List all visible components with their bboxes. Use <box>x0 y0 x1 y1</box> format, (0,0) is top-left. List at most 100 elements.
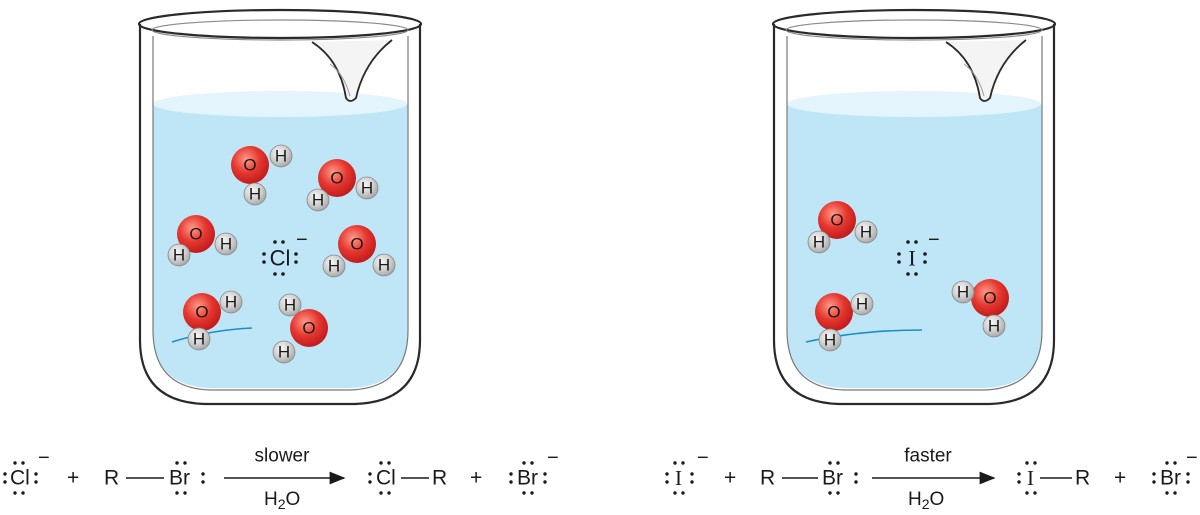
oxygen-atom <box>815 293 853 331</box>
oxygen-label: O <box>189 225 202 244</box>
nucleophile-symbol: I <box>675 466 682 490</box>
lone-pair-dots <box>368 461 391 495</box>
water-molecule: O H H <box>951 279 1009 338</box>
oxygen-label: O <box>350 235 363 254</box>
hydrogen-label: H <box>860 223 872 242</box>
hydrogen-atom <box>818 328 842 352</box>
solvent-label: H2O <box>264 489 300 513</box>
leaving-group-charge: − <box>1186 447 1198 469</box>
substrate-leaving-atom: Br <box>822 467 843 490</box>
water-molecule: O H H <box>183 290 243 351</box>
water-molecules-left: O H H O H H O H H O H H <box>167 144 396 364</box>
oxygen-atom <box>183 293 221 331</box>
lone-pair-dots <box>665 461 694 495</box>
leaving-group-symbol: Br <box>517 467 538 490</box>
oxygen-atom <box>231 146 269 184</box>
hydrogen-atom <box>355 176 379 200</box>
hydrogen-label: H <box>193 330 205 349</box>
water-molecule: O H H <box>231 144 293 206</box>
arrow-rate-label: slower <box>255 446 311 467</box>
substrate-leaving-atom: Br <box>169 467 190 490</box>
hydrogen-label: H <box>278 343 290 362</box>
equation-right: I − + R Br faster H2O I R <box>665 446 1198 512</box>
lone-pair-dots <box>897 240 927 276</box>
iodide-ion: I − <box>897 229 940 276</box>
oxygen-atom <box>818 201 856 239</box>
oxygen-atom <box>318 159 356 197</box>
hydrogen-label: H <box>225 293 237 312</box>
substrate-r: R <box>104 467 119 490</box>
hydrogen-label: H <box>220 235 232 254</box>
hydrogen-atom <box>272 340 296 364</box>
hydrogen-label: H <box>173 246 185 265</box>
water-molecule: O H H <box>322 225 396 278</box>
nucleophile-charge: − <box>697 447 709 469</box>
beaker-rim-left <box>137 8 423 40</box>
water-molecule: O H H <box>815 292 874 352</box>
hydrogen-atom <box>372 253 396 277</box>
lone-pair-dots <box>1017 461 1037 495</box>
water-molecule: O H H <box>306 159 379 212</box>
equation-left: Cl − + R Br slower H2O Cl <box>3 446 559 513</box>
oxygen-atom <box>177 215 215 253</box>
water-molecule: O H H <box>167 215 238 267</box>
hydrogen-atom <box>214 232 238 256</box>
product-nucleophile-atom: Cl <box>376 467 396 490</box>
water-molecule: O H H <box>272 293 328 364</box>
product-r: R <box>432 467 447 490</box>
hydrogen-label: H <box>988 317 1000 336</box>
hydrogen-label: H <box>249 185 261 204</box>
hydrogen-atom <box>219 290 243 314</box>
water-molecules-right: O H H O H H O H H <box>807 201 1009 352</box>
hydrogen-atom <box>306 188 330 212</box>
oxygen-atom <box>290 309 328 347</box>
hydrogen-atom <box>322 254 346 278</box>
beaker-glass-right <box>772 24 1056 406</box>
hydrogen-atom <box>187 327 211 351</box>
product-r: R <box>1075 467 1090 490</box>
nucleophile-chloride: Cl − <box>3 447 50 495</box>
hydrogen-atom <box>807 230 831 254</box>
hydrogen-label: H <box>378 256 390 275</box>
oxygen-label: O <box>827 303 840 322</box>
hydrogen-atom <box>167 243 191 267</box>
beaker-rim-right <box>771 8 1057 40</box>
beaker-spout-left <box>311 39 393 102</box>
chloride-ion-charge: − <box>296 229 308 251</box>
hydrogen-atom <box>243 182 267 206</box>
hydrogen-atom <box>269 144 293 168</box>
plus-sign: + <box>724 467 736 490</box>
hydrogen-label: H <box>312 191 324 210</box>
oxygen-label: O <box>195 303 208 322</box>
hydrogen-atom <box>854 220 878 244</box>
hydrogen-label: H <box>957 283 969 302</box>
iodide-ion-charge: − <box>928 229 940 251</box>
water-surface-right <box>787 91 1041 117</box>
oxygen-label: O <box>330 169 343 188</box>
oxygen-atom <box>338 225 376 263</box>
lone-pair-dots <box>175 461 205 495</box>
substrate-r: R <box>760 467 775 490</box>
lone-pair-dots <box>262 240 298 276</box>
hydrogen-label: H <box>275 147 287 166</box>
plus-sign: + <box>1114 467 1126 490</box>
oxygen-label: O <box>983 289 996 308</box>
beaker-spout-right <box>945 39 1027 102</box>
hydrogen-atom <box>951 280 975 304</box>
hydrogen-atom <box>850 292 874 316</box>
water-surface-left <box>153 91 407 117</box>
hydrogen-label: H <box>361 179 373 198</box>
hydrogen-atom <box>982 314 1006 338</box>
oxygen-label: O <box>302 319 315 338</box>
plus-sign: + <box>67 467 79 490</box>
lone-pair-dots <box>509 461 547 495</box>
water-molecule: O H H <box>807 201 878 254</box>
oxygen-atom <box>971 279 1009 317</box>
nucleophile-charge: − <box>38 447 50 469</box>
hydrogen-label: H <box>284 296 296 315</box>
arrow-rate-label: faster <box>904 446 952 467</box>
beaker-right <box>771 8 1057 406</box>
hydrogen-label: H <box>824 331 836 350</box>
oxygen-label: O <box>243 156 256 175</box>
